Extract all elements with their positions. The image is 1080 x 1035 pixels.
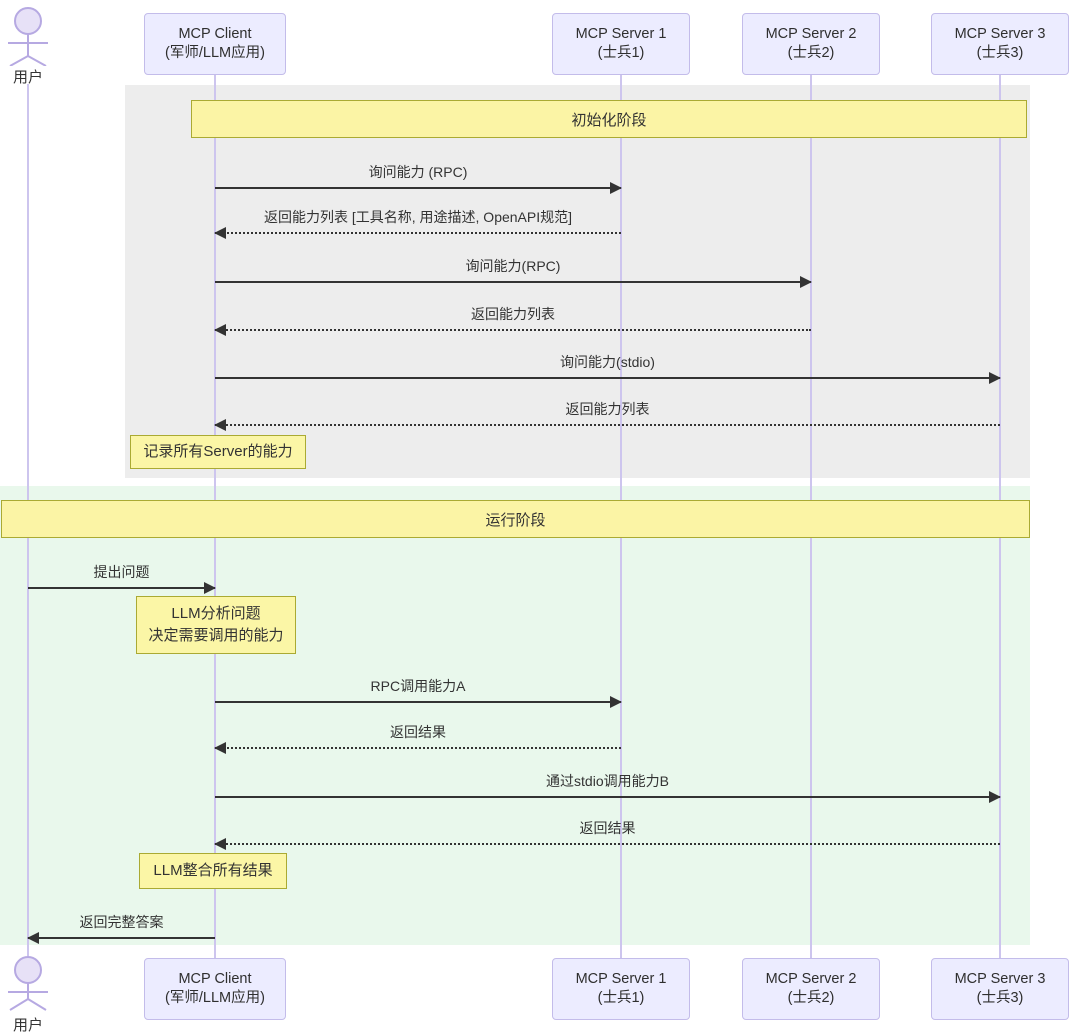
- participant-subtitle: (军师/LLM应用): [165, 45, 265, 61]
- participant-server3-top: MCP Server 3 (士兵3): [931, 13, 1069, 75]
- phase-banner-label: 运行阶段: [485, 511, 546, 529]
- message-arrow: [215, 276, 812, 288]
- participant-subtitle: (士兵3): [976, 45, 1024, 61]
- arrowhead-icon: [214, 742, 226, 754]
- arrowhead-icon: [214, 227, 226, 239]
- participant-client-bottom: MCP Client (军师/LLM应用): [144, 958, 286, 1020]
- message-arrow: [214, 324, 811, 336]
- arrowhead-icon: [214, 838, 226, 850]
- message-label-return-capabilities-2: 返回能力列表: [471, 306, 555, 322]
- message-arrow: [214, 227, 621, 239]
- participant-server2-top: MCP Server 2 (士兵2): [742, 13, 880, 75]
- participant-name: MCP Server 3: [954, 970, 1046, 987]
- participant-subtitle: (士兵3): [976, 990, 1024, 1006]
- note-text: 决定需要调用的能力: [148, 627, 284, 644]
- participant-name: MCP Client: [178, 25, 252, 42]
- arrowhead-icon: [989, 791, 1001, 803]
- message-arrow: [215, 696, 622, 708]
- participant-name: MCP Server 1: [575, 25, 667, 42]
- arrowhead-icon: [214, 324, 226, 336]
- participant-subtitle: (军师/LLM应用): [165, 990, 265, 1006]
- phase-banner-label: 初始化阶段: [571, 111, 647, 129]
- message-label-return-capabilities-1: 返回能力列表 [工具名称, 用途描述, OpenAPI规范]: [263, 209, 573, 225]
- phase-banner-run: 运行阶段: [1, 500, 1030, 538]
- participant-subtitle: (士兵2): [787, 990, 835, 1006]
- message-label-stdio-call-b: 通过stdio调用能力B: [546, 773, 669, 789]
- user-actor-icon: [8, 956, 48, 1011]
- participant-name: MCP Server 3: [954, 25, 1046, 42]
- message-label-return-capabilities-3: 返回能力列表: [565, 401, 650, 417]
- note-text: LLM分析问题: [171, 605, 261, 623]
- message-arrow: [28, 582, 216, 594]
- user-actor-label-top: 用户: [12, 69, 43, 86]
- note-llm-aggregate: LLM整合所有结果: [139, 853, 287, 889]
- message-arrow: [215, 372, 1001, 384]
- phase-banner-init: 初始化阶段: [191, 100, 1027, 138]
- participant-name: MCP Client: [178, 970, 252, 987]
- user-actor-label-bottom: 用户: [12, 1017, 43, 1034]
- message-arrow: [214, 742, 621, 754]
- note-record-capabilities: 记录所有Server的能力: [130, 435, 306, 469]
- message-arrow: [215, 791, 1001, 803]
- participant-name: MCP Server 2: [765, 970, 857, 987]
- message-label-rpc-call-a: RPC调用能力A: [370, 678, 466, 694]
- participant-server2-bottom: MCP Server 2 (士兵2): [742, 958, 880, 1020]
- message-arrow: [215, 182, 622, 194]
- message-arrow: [214, 838, 1000, 850]
- message-label-query-rpc-1: 询问能力 (RPC): [368, 164, 468, 180]
- message-arrow: [27, 932, 215, 944]
- participant-client-top: MCP Client (军师/LLM应用): [144, 13, 286, 75]
- message-label-return-answer: 返回完整答案: [79, 914, 164, 930]
- participant-server3-bottom: MCP Server 3 (士兵3): [931, 958, 1069, 1020]
- arrowhead-icon: [214, 419, 226, 431]
- note-llm-analyze: LLM分析问题 决定需要调用的能力: [136, 596, 296, 654]
- arrowhead-icon: [610, 696, 622, 708]
- arrowhead-icon: [610, 182, 622, 194]
- participant-subtitle: (士兵2): [787, 45, 835, 61]
- arrowhead-icon: [989, 372, 1001, 384]
- message-label-return-result-2: 返回结果: [579, 820, 636, 836]
- arrowhead-icon: [800, 276, 812, 288]
- arrowhead-icon: [204, 582, 216, 594]
- note-text: LLM整合所有结果: [153, 862, 273, 880]
- message-label-ask-question: 提出问题: [93, 564, 150, 580]
- participant-subtitle: (士兵1): [597, 45, 645, 61]
- user-actor-icon: [8, 7, 48, 66]
- message-arrow: [214, 419, 1000, 431]
- participant-server1-top: MCP Server 1 (士兵1): [552, 13, 690, 75]
- participant-name: MCP Server 1: [575, 970, 667, 987]
- message-label-query-rpc-2: 询问能力(RPC): [465, 258, 561, 274]
- message-label-query-stdio: 询问能力(stdio): [560, 354, 655, 370]
- arrowhead-icon: [27, 932, 39, 944]
- message-label-return-result-1: 返回结果: [390, 724, 446, 740]
- participant-server1-bottom: MCP Server 1 (士兵1): [552, 958, 690, 1020]
- note-text: 记录所有Server的能力: [143, 443, 293, 461]
- participant-name: MCP Server 2: [765, 25, 857, 42]
- participant-subtitle: (士兵1): [597, 990, 645, 1006]
